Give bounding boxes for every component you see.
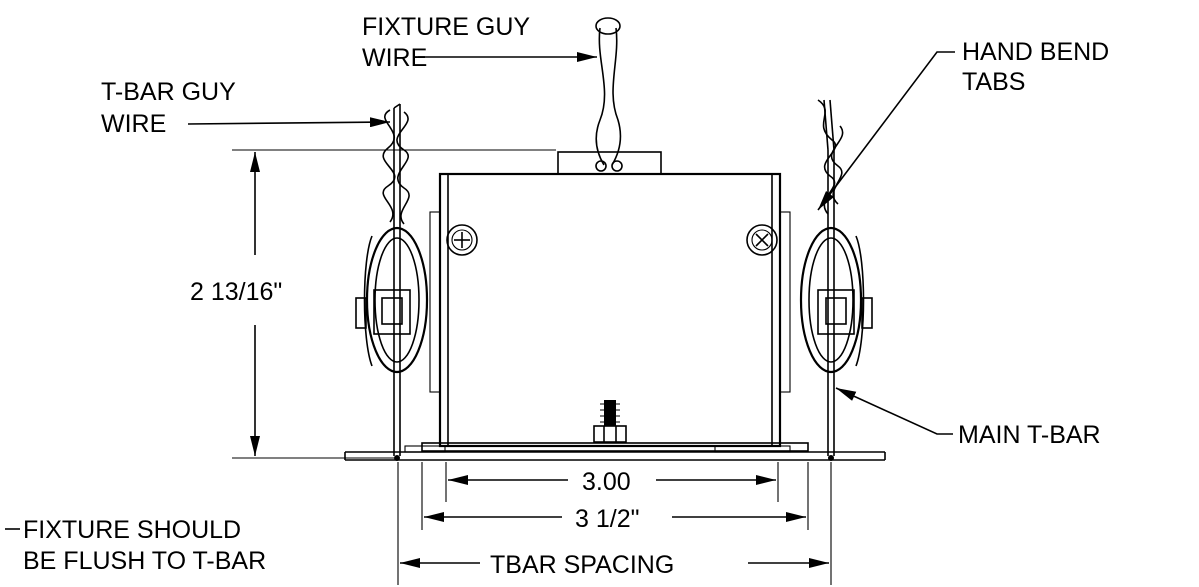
dimension-tbar-spacing-label: TBAR SPACING: [490, 551, 674, 579]
dimension-3-00-label: 3.00: [582, 468, 631, 496]
fixture-guy-wire: [595, 17, 623, 172]
right-screw-icon: [746, 224, 778, 256]
height-dimension-label: 2 13/16": [190, 278, 282, 306]
right-tbar-guy-wire: [817, 99, 844, 215]
fixture-guy-wire-label-line2: WIRE: [362, 44, 427, 72]
flush-note-line1: FIXTURE SHOULD: [23, 516, 241, 544]
height-dimension: [232, 149, 556, 459]
left-tbar: [393, 103, 401, 461]
right-tbar-clip: [799, 226, 873, 374]
flush-note-line2: BE FLUSH TO T-BAR: [23, 547, 266, 575]
fixture-housing: [344, 151, 886, 461]
main-tbar-label: MAIN T-BAR: [958, 421, 1101, 449]
left-screw-icon: [446, 224, 478, 256]
tbar-guy-wire-label-line2: WIRE: [101, 110, 166, 138]
tbar-guy-wire-label-line1: T-BAR GUY: [101, 78, 236, 106]
tbar-guy-wire-leader: [187, 117, 391, 128]
left-tbar-clip: [355, 226, 429, 374]
dimension-extension-lines: [397, 462, 832, 585]
threaded-stud-icon: [593, 400, 627, 443]
fixture-guy-wire-label-line1: FIXTURE GUY: [362, 13, 530, 41]
main-tbar-leader: [835, 387, 953, 435]
hand-bend-tabs-label-line1: HAND BEND: [962, 38, 1109, 66]
hand-bend-tabs-leader: [817, 51, 955, 211]
left-tbar-guy-wire: [382, 109, 410, 225]
hand-bend-tabs-label-line2: TABS: [962, 68, 1025, 96]
dimension-3-1-2-label: 3 1/2": [575, 505, 639, 533]
